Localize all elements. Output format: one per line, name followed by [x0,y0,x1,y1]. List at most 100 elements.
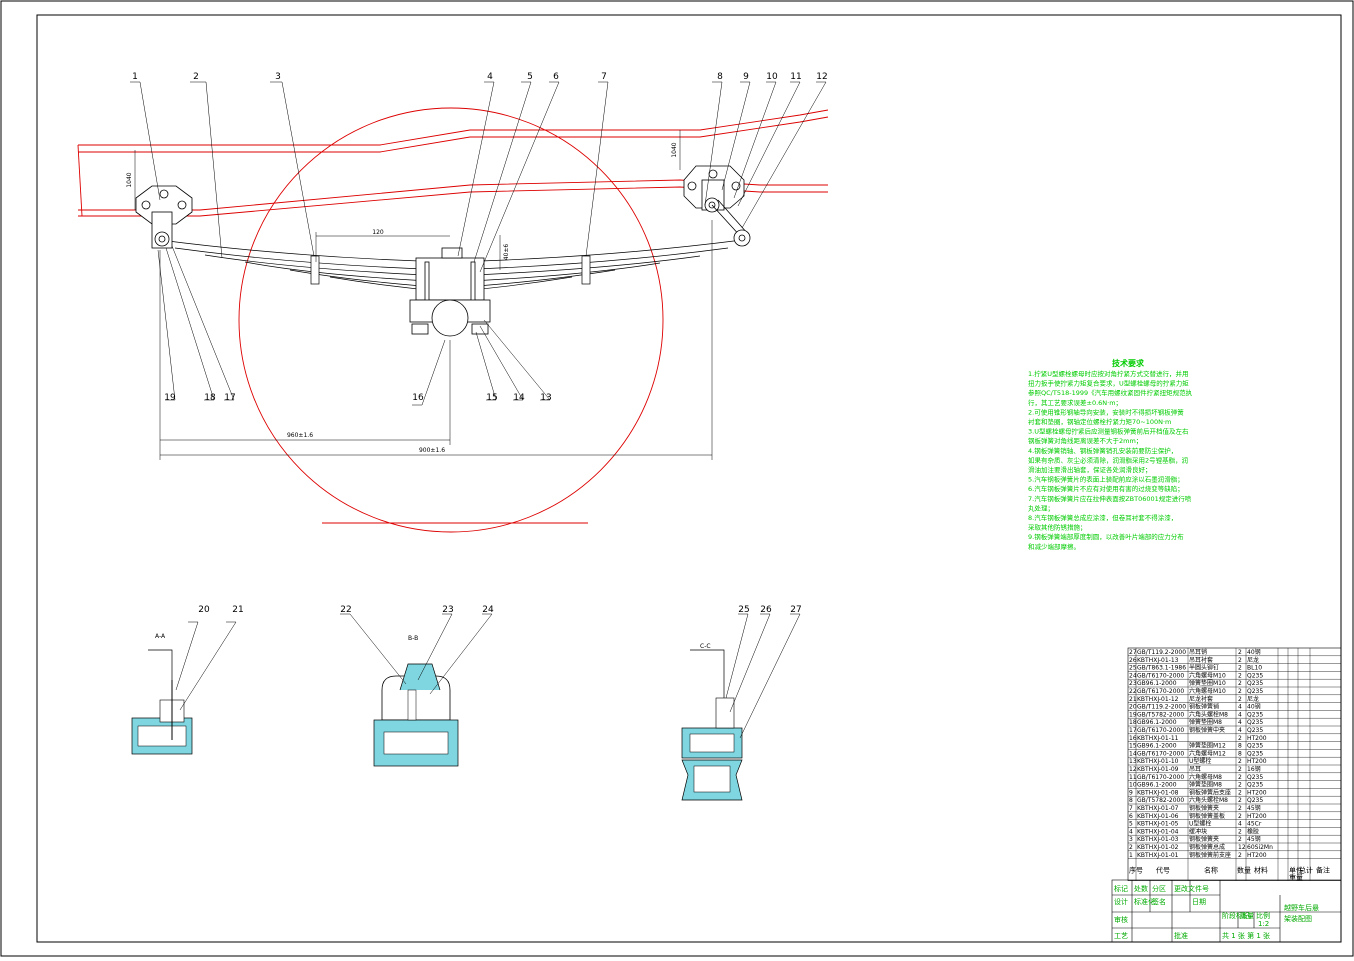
tech-note-line: 如果有杂质、灰尘必须清除，润滑脂采用2号锂基脂，润 [1028,455,1188,464]
bom-header-no: 序号 [1129,866,1143,875]
tech-note-line: 钢板弹簧对角线距离误差不大于2mm； [1028,436,1142,445]
weight-label: 重量 [1240,912,1254,920]
bom-qty: 2 [1238,657,1242,664]
bom-mat: HT200 [1247,852,1267,859]
bom-qty: 2 [1238,758,1242,765]
tech-note-line: 2.可使用锥形钢轴导向安装，安装时不得损坏钢板弹簧 [1028,407,1184,416]
bom-qty: 2 [1238,672,1242,679]
bom-name: 尼龙衬套 [1189,695,1213,703]
tb-partition: 分区 [1152,884,1166,893]
bom-no: 23 [1129,680,1137,687]
bom-qty: 4 [1238,704,1242,711]
bom-qty: 2 [1238,836,1242,843]
balloon-13: 13 [540,393,551,403]
bom-code: GB/T6170-2000 [1137,750,1184,757]
bom-header-qty: 数量 [1237,866,1251,875]
bom-header-unit: 单件 [1289,866,1303,875]
bom-mat: Q235 [1247,743,1263,750]
bom-no: 17 [1129,727,1137,734]
balloon-23: 23 [442,605,453,615]
bom-qty: 4 [1238,711,1242,718]
tb-mark: 标记 [1114,884,1128,893]
bom-qty: 2 [1238,805,1242,812]
bom-qty: 2 [1238,813,1242,820]
leaf-clip-right [581,255,591,285]
balloon-22: 22 [340,605,351,615]
bom-mat: Q235 [1247,680,1263,687]
tech-notes: 1.拧紧U型螺栓螺母时应按对角拧紧方式交替进行，并用扭力扳手使拧紧力矩复合要求，… [1028,369,1193,551]
bom-qty: 2 [1238,696,1242,703]
balloon-12: 12 [816,72,827,82]
bom-no: 16 [1129,735,1137,742]
bom-header-name: 名称 [1204,866,1218,875]
balloon-10: 10 [766,72,778,82]
bom-mat: 45钢 [1247,804,1261,812]
tech-note-line: 参照QC/T518-1999《汽车用螺纹紧固件拧紧扭矩规范执 [1028,388,1193,397]
balloon-3: 3 [275,72,281,82]
bom-code: KBTHXJ-01-08 [1137,789,1179,796]
bom-code: KBTHXJ-01-03 [1137,836,1179,843]
bom-no: 10 [1129,782,1137,789]
bom-name: 半圆头铆钉 [1189,664,1219,672]
section-c-label: C-C [700,643,711,650]
section-view-a [131,621,237,755]
bom-name: U型螺栓 [1189,757,1211,765]
bom-header-weight: 重量 [1289,874,1303,882]
sheet-count: 共 1 张 第 1 张 [1222,931,1270,940]
bom-no: 6 [1129,813,1133,820]
bom-mat: HT200 [1247,758,1267,765]
tb-sign: 签名 [1152,897,1166,906]
rear-bracket [683,165,751,247]
dimension-lines [134,130,713,460]
tech-note-line: 1.拧紧U型螺栓螺母时应按对角拧紧方式交替进行，并用 [1028,369,1188,378]
bom-name: 吊耳销 [1189,648,1207,656]
bom-qty: 2 [1238,828,1242,835]
bom-name: 弹簧垫圈M8 [1189,781,1222,789]
bom-code: KBTHXJ-01-05 [1137,821,1179,828]
bom-name: 六角头螺栓M8 [1189,796,1228,804]
bom-code: GB/T863.1-1986 [1137,665,1186,672]
section-b-label: B-B [408,635,418,642]
bom-mat: HT200 [1247,735,1267,742]
bom-name: U型螺栓 [1189,820,1211,828]
tech-note-line: 5.汽车钢板弹簧片的表面上装配前应涂以石墨润滑脂； [1028,475,1184,484]
bom-header-code: 代号 [1156,866,1170,875]
leaf-clip-left [310,255,320,285]
tech-note-line: 8.汽车钢板弹簧总成应涂漆，但卷耳衬套不得涂漆， [1028,513,1177,522]
balloon-4: 4 [487,72,493,82]
bom-no: 20 [1129,704,1137,711]
bom-mat: 60Si2Mn [1247,844,1273,851]
bom-name: 六角螺母M10 [1189,687,1226,695]
bom-code: KBTHXJ-01-09 [1137,766,1179,773]
bom-no: 22 [1129,688,1137,695]
balloon-24: 24 [482,605,494,615]
bom-no: 18 [1129,719,1137,726]
bom-no: 19 [1129,711,1137,718]
dim-total-span: 900±1.6 [419,447,445,454]
balloon-27: 27 [790,605,801,615]
bom-mat: Q235 [1247,711,1263,718]
bom-name: 弹簧垫圈M12 [1189,742,1226,750]
section-a-label: A-A [155,633,166,640]
bom-name: 弹簧垫圈M8 [1189,718,1222,726]
tech-note-line: 9.钢板弹簧端部厚度制圆，以改善叶片端部的应力分布 [1028,532,1184,541]
bom-code: GB/T119.2-2000 [1137,704,1186,711]
bom-no: 8 [1129,797,1133,804]
bom-code: GB96.1-2000 [1137,782,1177,789]
bom-mat: HT200 [1247,813,1267,820]
bom-name: 钢板弹簧中夹 [1189,726,1225,734]
